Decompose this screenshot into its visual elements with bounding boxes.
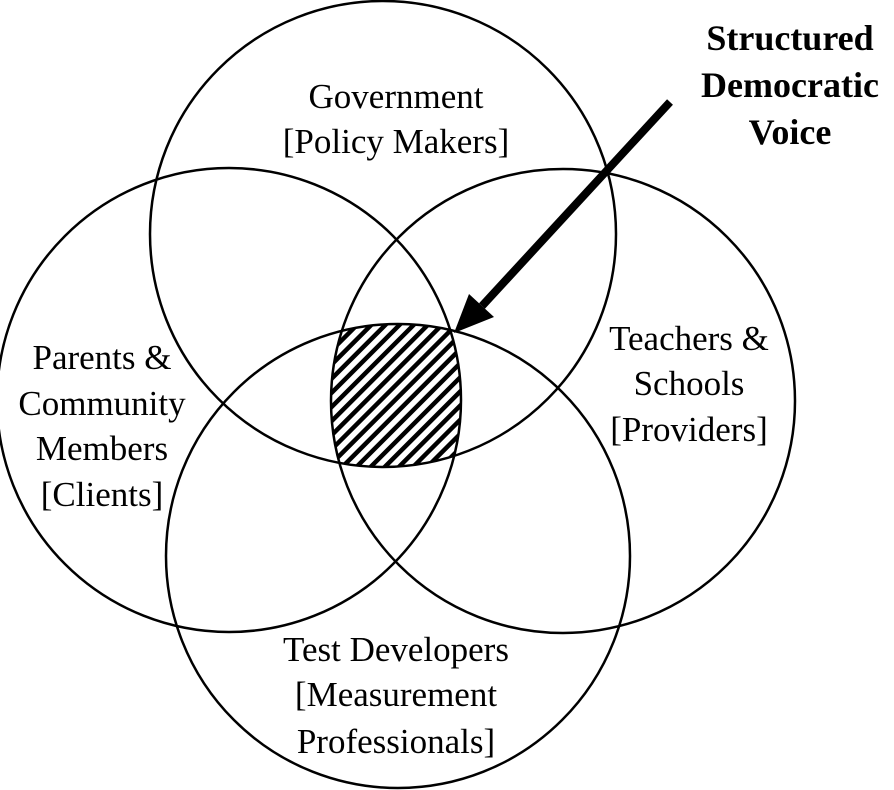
callout-label-line: Structured [706, 18, 873, 58]
teachers-label: Teachers & Schools [Providers] [609, 319, 769, 449]
test-developers-circle [164, 322, 632, 790]
parents-label-line: [Clients] [41, 475, 163, 514]
government-circle [148, 0, 618, 469]
teachers-label-line: [Providers] [610, 410, 767, 449]
teachers-label-line: Schools [634, 364, 745, 403]
parents-label-line: Parents & [32, 338, 171, 377]
teachers-circle [329, 167, 797, 635]
test-developers-label-line: [Measurement [295, 675, 497, 714]
test-developers-label: Test Developers [Measurement Professiona… [283, 630, 509, 761]
teachers-label-line: Teachers & [609, 319, 769, 358]
callout-label-line: Democratic [701, 65, 879, 105]
callout-label: Structured Democratic Voice [701, 18, 879, 152]
test-developers-label-line: Professionals] [297, 722, 495, 761]
government-label-line: Government [309, 77, 484, 116]
parents-label: Parents & Community Members [Clients] [18, 338, 186, 514]
callout-label-line: Voice [749, 112, 832, 152]
parents-circle [0, 166, 463, 634]
parents-label-line: Community [18, 384, 186, 423]
parents-label-line: Members [36, 429, 168, 468]
callout-arrow [454, 99, 673, 333]
test-developers-label-line: Test Developers [283, 630, 509, 669]
government-label: Government [Policy Makers] [283, 77, 509, 161]
government-label-line: [Policy Makers] [283, 122, 509, 161]
